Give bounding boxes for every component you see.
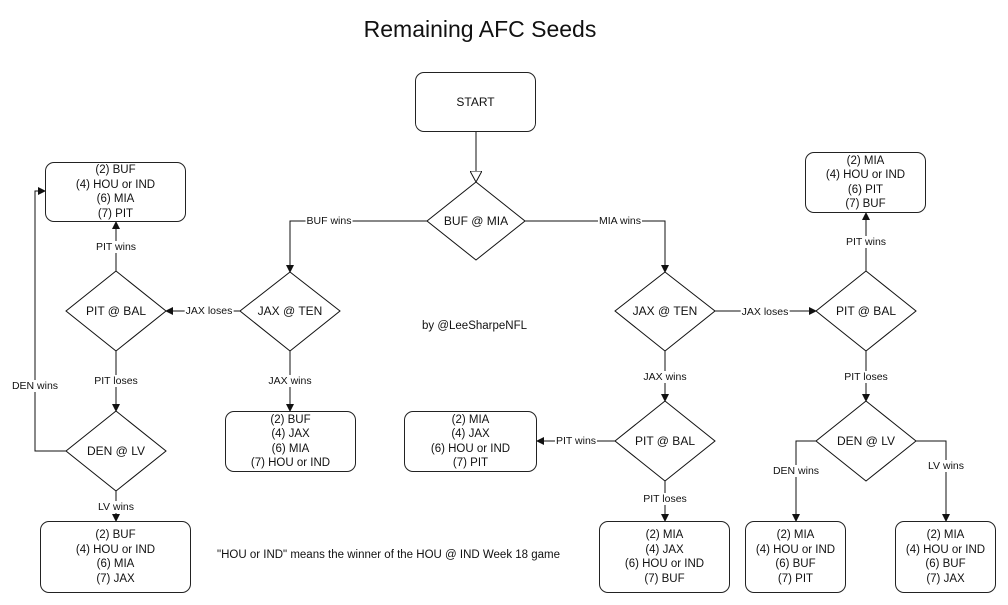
diamond-den-lv-right	[815, 400, 917, 482]
outcome-left-bottom: (2) BUF (4) HOU or IND (6) MIA (7) JAX	[40, 521, 191, 593]
label-den-wins-left: DEN wins	[10, 380, 60, 392]
outcome-line: (7) BUF	[644, 572, 685, 585]
outcome-bottom-3: (2) MIA (4) HOU or IND (6) BUF (7) JAX	[895, 521, 996, 593]
outcome-line: (4) HOU or IND	[75, 178, 156, 191]
outcome-line: (4) HOU or IND	[905, 543, 986, 556]
outcome-line: (7) PIT	[452, 457, 489, 469]
outcome-line: (2) MIA	[776, 529, 815, 541]
start-label: START	[456, 94, 495, 109]
outcome-line: (6) MIA	[271, 442, 310, 455]
edge-lv-wins-right	[916, 440, 950, 522]
edge-den-wins-right	[792, 440, 816, 522]
outcome-line: (4) HOU or IND	[825, 169, 906, 181]
game-pit-bal-left: PIT @ BAL	[86, 304, 146, 318]
outcome-line: (6) MIA	[96, 558, 135, 570]
outcome-line: (7) PIT	[777, 572, 814, 585]
byline: by @LeeSharpeNFL	[422, 320, 528, 332]
game-buf-mia: BUF @ MIA	[443, 214, 509, 228]
diamond-pit-bal-left	[65, 270, 167, 352]
footnote: "HOU or IND" means the winner of the HOU…	[217, 549, 561, 561]
diamond-pit-bal-mid	[614, 400, 716, 482]
label-lv-wins-right: LV wins	[927, 460, 965, 472]
edge-buf-wins	[286, 220, 427, 273]
outcome-line: (4) JAX	[451, 428, 490, 440]
outcome-line: (6) HOU or IND	[624, 558, 705, 570]
outcome-center: (2) MIA (4) JAX (6) HOU or IND (7) PIT	[404, 411, 537, 472]
start-box: START	[415, 72, 536, 132]
outcome-line: (6) HOU or IND	[430, 442, 511, 455]
outcome-line: (7) HOU or IND	[250, 457, 331, 469]
diagram-title: Remaining AFC Seeds	[363, 16, 597, 42]
label-pit-wins-mid: PIT wins	[554, 435, 598, 447]
outcome-line: (7) PIT	[97, 207, 134, 220]
label-pit-loses-right: PIT loses	[843, 371, 889, 383]
game-den-lv-left: DEN @ LV	[87, 444, 145, 458]
outcome-line: (4) HOU or IND	[75, 543, 156, 556]
diamond-den-lv-left	[65, 410, 167, 492]
diamond-pit-bal-right	[815, 270, 917, 352]
outcome-line: (2) MIA	[926, 529, 965, 541]
label-jax-loses-right: JAX loses	[740, 306, 790, 318]
label-pit-wins-left: PIT wins	[94, 241, 138, 253]
diamond-buf-mia	[426, 181, 526, 261]
outcome-line: (6) BUF	[775, 558, 816, 570]
label-mia-wins: MIA wins	[597, 215, 643, 227]
outcome-line: (7) JAX	[926, 572, 965, 585]
diamond-jax-ten-right	[614, 271, 716, 352]
edge-den-wins-left	[34, 187, 66, 452]
outcome-line: (4) HOU or IND	[755, 543, 836, 556]
label-pit-loses-mid: PIT loses	[642, 493, 688, 505]
edge-mia-wins	[525, 220, 669, 273]
game-jax-ten-right: JAX @ TEN	[632, 304, 698, 318]
game-den-lv-right: DEN @ LV	[837, 434, 895, 448]
outcome-left-top: (2) BUF (4) HOU or IND (6) MIA (7) PIT	[45, 162, 186, 222]
outcome-line: (7) BUF	[845, 198, 886, 210]
label-den-wins-right: DEN wins	[771, 465, 821, 477]
outcome-line: (2) BUF	[95, 529, 136, 541]
label-jax-loses-left: JAX loses	[184, 305, 234, 317]
outcome-line: (2) MIA	[846, 154, 885, 167]
outcome-line: (4) JAX	[645, 543, 684, 556]
outcome-line: (6) BUF	[925, 558, 966, 570]
label-pit-wins-right: PIT wins	[844, 236, 888, 248]
outcome-line: (4) JAX	[271, 428, 310, 440]
game-pit-bal-mid: PIT @ BAL	[635, 434, 695, 448]
outcome-bottom-2: (2) MIA (4) HOU or IND (6) BUF (7) PIT	[745, 521, 846, 593]
outcome-line: (2) MIA	[645, 529, 684, 541]
label-buf-wins: BUF wins	[305, 215, 353, 227]
label-lv-wins-left: LV wins	[97, 501, 135, 513]
outcome-line: (2) MIA	[451, 413, 490, 426]
label-jax-wins-right: JAX wins	[642, 371, 688, 383]
label-jax-wins-left: JAX wins	[267, 375, 313, 387]
outcome-line: (6) MIA	[96, 193, 135, 205]
outcome-left-mid: (2) BUF (4) JAX (6) MIA (7) HOU or IND	[225, 411, 356, 472]
game-jax-ten-left: JAX @ TEN	[257, 304, 323, 318]
outcome-line: (2) BUF	[95, 164, 136, 176]
outcome-line: (7) JAX	[96, 572, 135, 585]
game-pit-bal-right: PIT @ BAL	[836, 304, 896, 318]
label-pit-loses-left: PIT loses	[93, 375, 139, 387]
outcome-line: (6) PIT	[847, 183, 884, 196]
outcome-line: (2) BUF	[270, 413, 311, 426]
outcome-right-top: (2) MIA (4) HOU or IND (6) PIT (7) BUF	[805, 152, 926, 213]
outcome-bottom-1: (2) MIA (4) JAX (6) HOU or IND (7) BUF	[599, 521, 730, 593]
diamond-jax-ten-left	[239, 271, 341, 352]
